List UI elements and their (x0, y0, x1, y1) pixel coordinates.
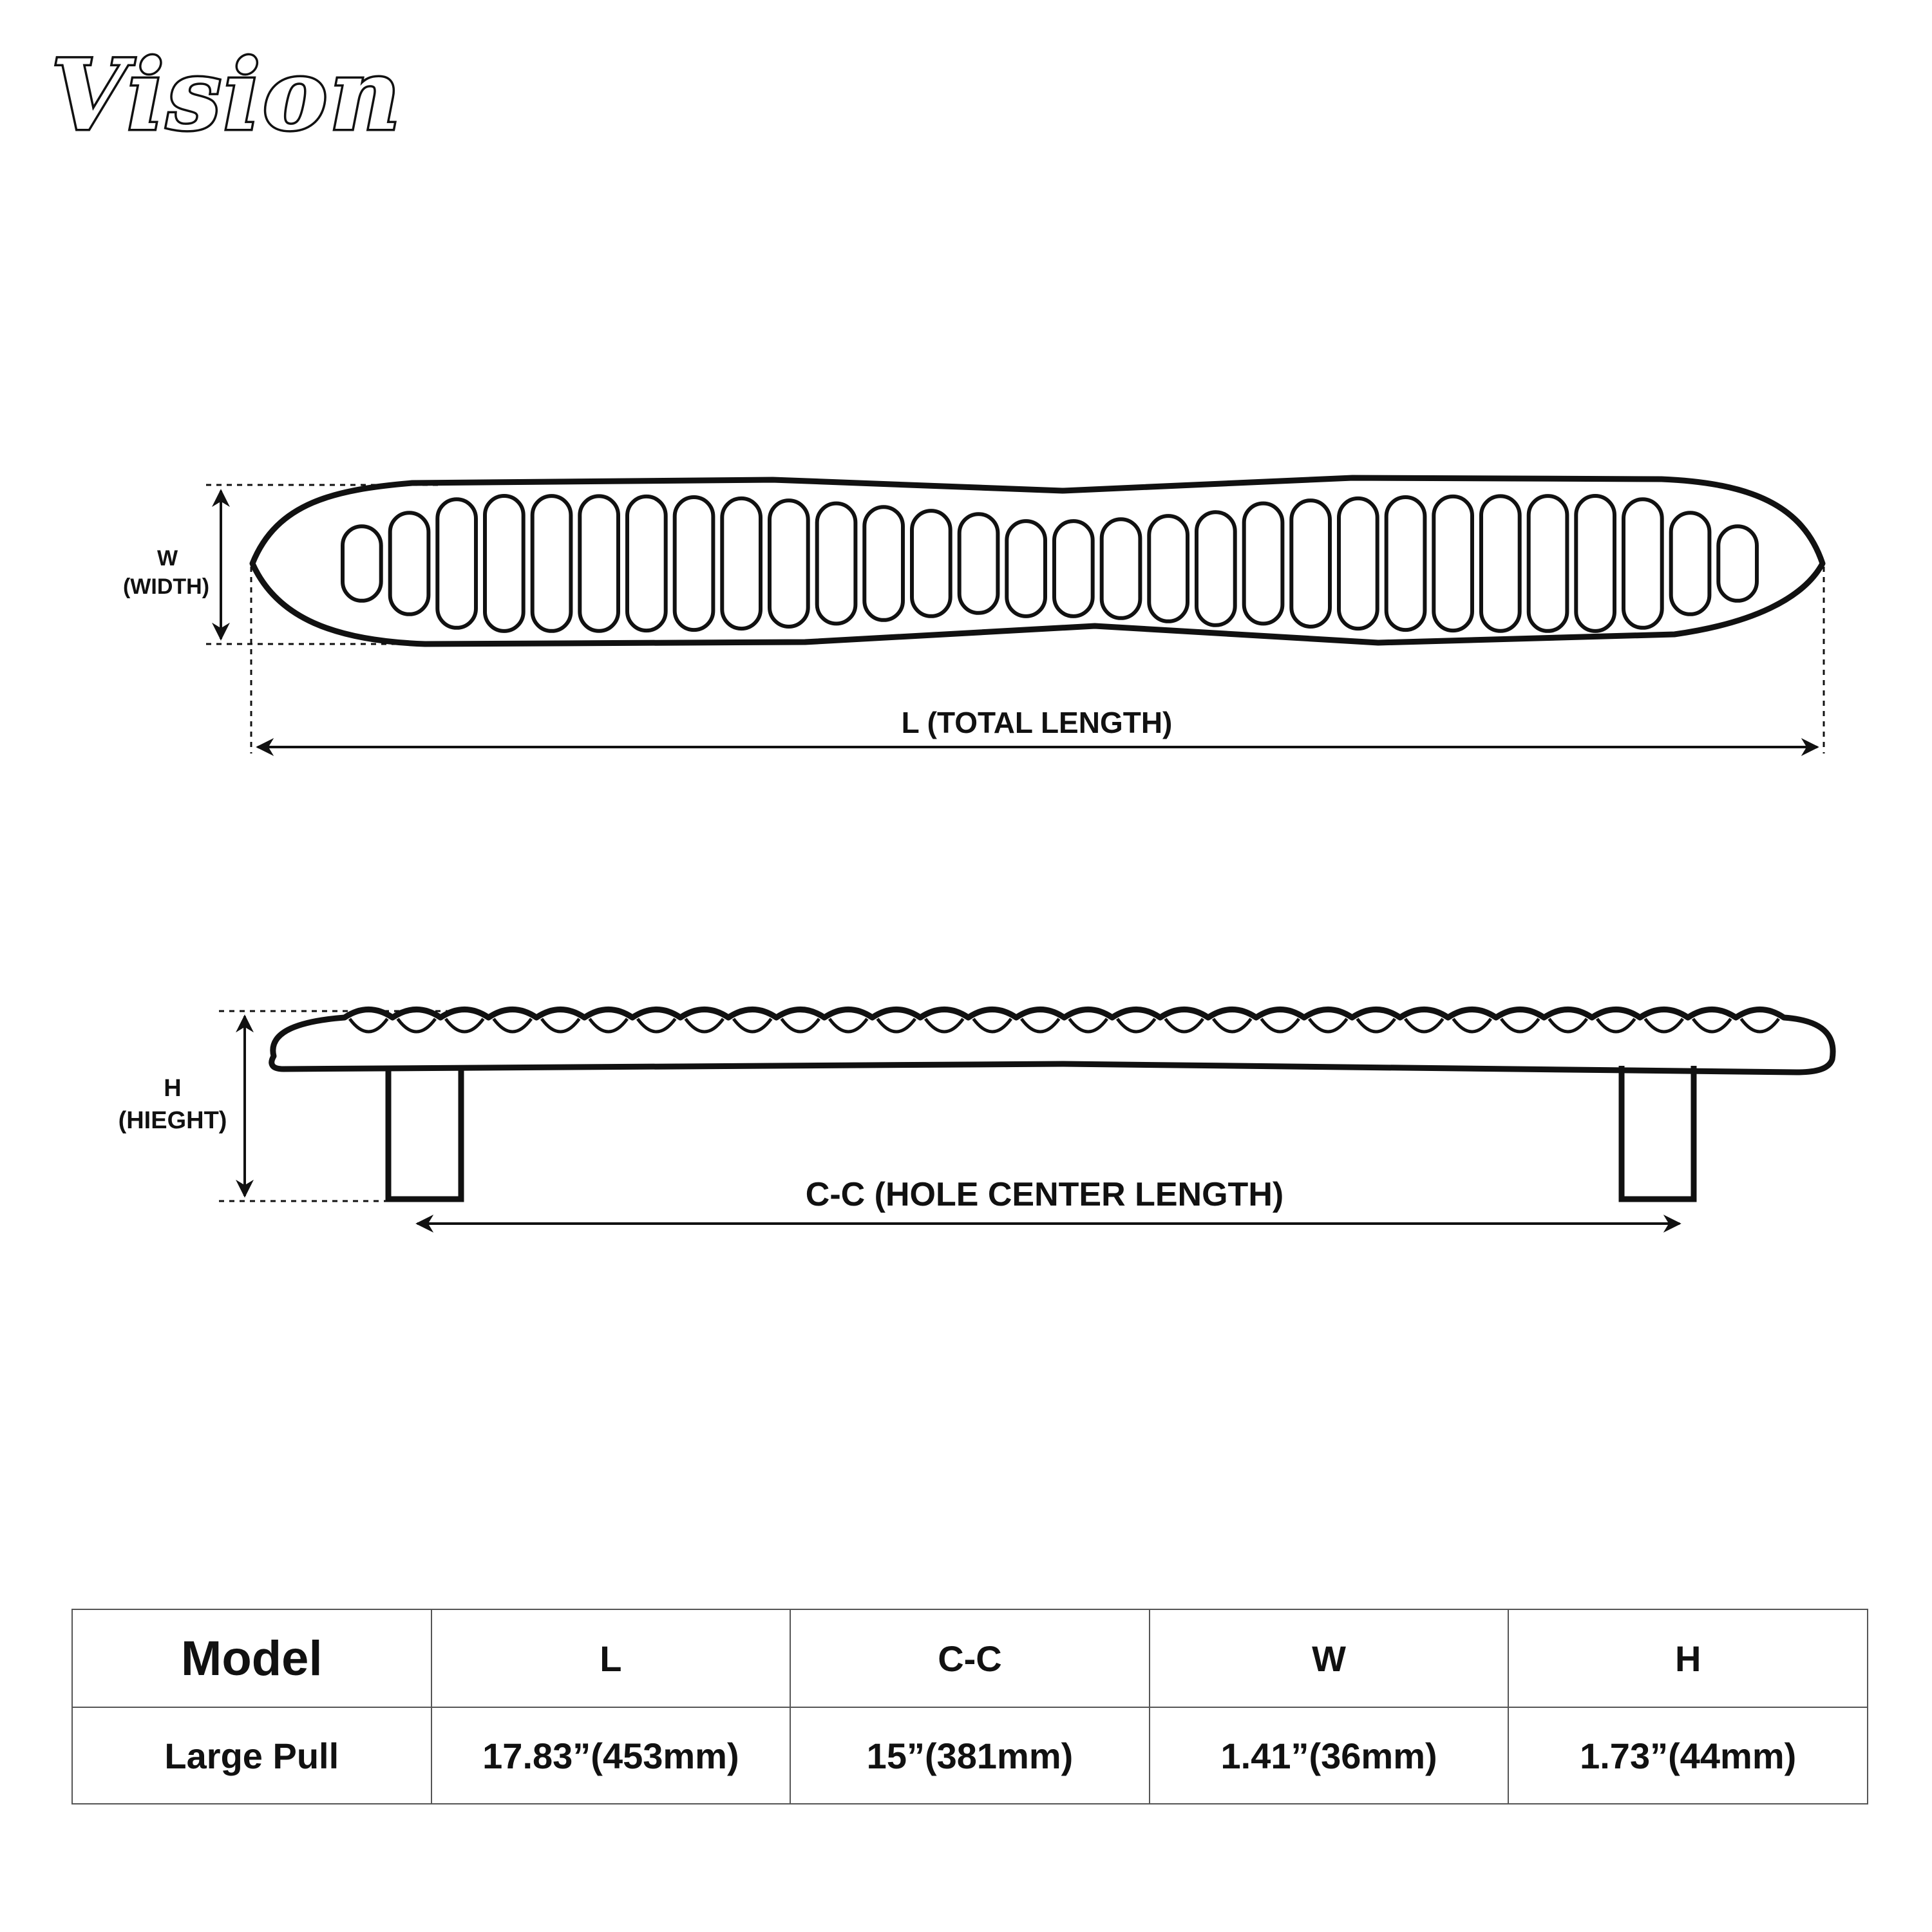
groove (435, 497, 478, 630)
height-label-text: (HIEGHT) (118, 1107, 227, 1134)
groove (1337, 496, 1379, 631)
bump (1307, 1018, 1349, 1034)
groove (1716, 524, 1759, 603)
groove (1195, 510, 1237, 627)
bump (636, 1018, 677, 1034)
bump (732, 1018, 773, 1034)
groove (862, 505, 905, 622)
bump (492, 1018, 533, 1034)
groove (720, 496, 763, 631)
cell-h: 1.73”(44mm) (1508, 1707, 1868, 1804)
bump (1019, 1018, 1061, 1034)
side-view: H (HIEGHT) C-C (HOLE CENTER LENGTH) (118, 1007, 1836, 1233)
bump (1499, 1018, 1540, 1034)
groove (1574, 494, 1617, 633)
groove (910, 509, 952, 618)
spec-table-header-row: Model L C-C W H (71, 1609, 1868, 1708)
bump (780, 1018, 821, 1034)
length-label: L (TOTAL LENGTH) (902, 706, 1173, 739)
bump-group (348, 1018, 1781, 1034)
bump (828, 1018, 869, 1034)
groove (1622, 497, 1664, 630)
groove (1052, 519, 1095, 618)
bump (1595, 1018, 1636, 1034)
width-label-text: (WIDTH) (123, 574, 209, 599)
bump (588, 1018, 629, 1034)
groove (1242, 501, 1285, 626)
groove (1005, 519, 1048, 618)
cell-l: 17.83”(453mm) (430, 1707, 791, 1804)
groove (672, 495, 715, 632)
header-h: H (1508, 1609, 1868, 1708)
groove (1432, 494, 1475, 633)
header-l: L (430, 1609, 791, 1708)
groove (530, 494, 573, 633)
handle-side-outline (269, 1007, 1836, 1075)
header-model: Model (71, 1609, 432, 1708)
groove (768, 498, 810, 629)
spec-table: Model L C-C W H Large Pull 17.83”(453mm)… (71, 1609, 1868, 1804)
height-label-h: H (164, 1075, 181, 1102)
handle-top-outline (249, 475, 1826, 647)
groove (1099, 517, 1142, 620)
bump (1643, 1018, 1685, 1034)
bump (1115, 1018, 1157, 1034)
groove-group (341, 494, 1759, 633)
cell-cc: 15”(381mm) (790, 1707, 1150, 1804)
bump (1164, 1018, 1205, 1034)
top-view: W (WIDTH) L (TOTAL LENGTH) (123, 475, 1826, 756)
bump (1403, 1018, 1444, 1034)
bump (972, 1018, 1013, 1034)
groove (1384, 495, 1427, 632)
header-w: W (1148, 1609, 1510, 1708)
groove (815, 501, 858, 626)
bump (876, 1018, 917, 1034)
bump (684, 1018, 725, 1034)
brand-logo: Vision (52, 39, 402, 152)
bump (1739, 1018, 1781, 1034)
cell-model: Large Pull (71, 1707, 432, 1804)
bump (540, 1018, 581, 1034)
groove (341, 524, 383, 603)
cell-w: 1.41”(36mm) (1148, 1707, 1510, 1804)
bump (1260, 1018, 1301, 1034)
bump (396, 1018, 437, 1034)
post-left (385, 1066, 464, 1202)
bump (923, 1018, 965, 1034)
spec-table-row: Large Pull 17.83”(453mm) 15”(381mm) 1.41… (71, 1707, 1868, 1804)
groove (578, 494, 620, 633)
bump (348, 1018, 389, 1034)
cc-label: C-C (HOLE CENTER LENGTH) (806, 1176, 1283, 1213)
bump (1452, 1018, 1493, 1034)
bump (1211, 1018, 1253, 1034)
groove (1669, 511, 1712, 616)
width-label-w: W (157, 546, 178, 571)
bump (1691, 1018, 1732, 1034)
bump (444, 1018, 485, 1034)
groove (957, 512, 1000, 615)
bump (1548, 1018, 1589, 1034)
header-cc: C-C (790, 1609, 1150, 1708)
groove (483, 494, 526, 633)
bump (1068, 1018, 1109, 1034)
groove (1289, 498, 1332, 629)
post-right (1618, 1066, 1697, 1202)
groove (388, 511, 431, 616)
groove (1526, 494, 1569, 633)
groove (1479, 494, 1522, 633)
groove (1147, 514, 1190, 623)
groove (625, 494, 668, 633)
bump (1356, 1018, 1397, 1034)
